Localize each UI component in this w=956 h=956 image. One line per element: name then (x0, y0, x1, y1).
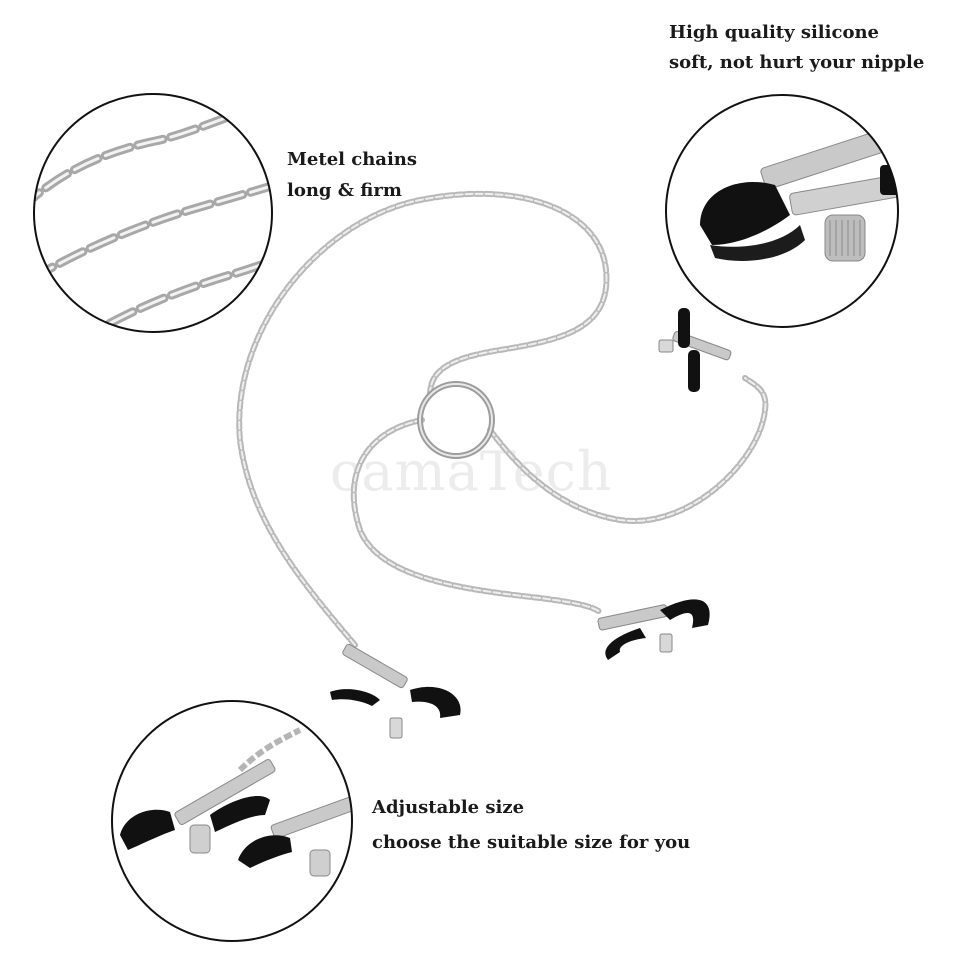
watermark: camaTech (330, 440, 613, 503)
o-ring (417, 381, 495, 459)
clamp-bottom-middle (597, 599, 710, 660)
caption-silicone: High quality silicone soft, not hurt you… (669, 18, 924, 78)
caption-silicone-line1: High quality silicone (669, 22, 879, 43)
caption-size-line2: choose the suitable size for you (372, 832, 691, 853)
chain-right (487, 375, 769, 524)
caption-size-line1: Adjustable size (372, 797, 525, 818)
caption-chains-line2: long & firm (287, 180, 402, 201)
chain-lower (350, 417, 603, 615)
caption-size: Adjustable size choose the suitable size… (372, 790, 690, 860)
clamp-top-right (658, 308, 732, 392)
clamp-bottom-left (330, 643, 461, 739)
detail-circle-silicone (665, 94, 899, 328)
caption-chains-line1: Metel chains (287, 149, 418, 170)
detail-circle-chains (33, 93, 273, 333)
detail-circle-adjustable (111, 700, 353, 942)
chain-loop (236, 190, 610, 648)
caption-silicone-line2: soft, not hurt your nipple (669, 52, 925, 73)
caption-chains: Metel chains long & firm (287, 144, 417, 206)
